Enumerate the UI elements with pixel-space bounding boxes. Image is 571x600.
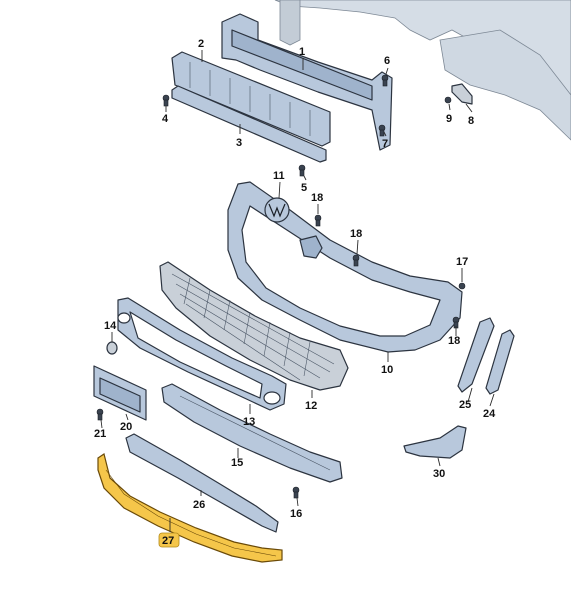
label-13: 13 — [243, 416, 255, 428]
part-24-side-bracket — [485, 329, 515, 395]
label-1: 1 — [299, 46, 305, 58]
label-7: 7 — [382, 138, 388, 150]
part-2-energy-absorber — [171, 51, 331, 147]
label-18b: 18 — [350, 228, 362, 240]
part-3-guide-strip — [171, 85, 327, 163]
part-14-clip — [106, 341, 118, 355]
label-3: 3 — [236, 137, 242, 149]
part-21-screw — [96, 408, 104, 421]
label-24: 24 — [483, 408, 496, 420]
part-13-lower-grille — [117, 297, 287, 411]
label-18c: 18 — [448, 335, 460, 347]
label-14: 14 — [104, 320, 117, 332]
label-20: 20 — [120, 421, 132, 433]
label-30: 30 — [433, 468, 445, 480]
part-1-bumper-carrier — [221, 13, 393, 151]
label-12: 12 — [305, 400, 317, 412]
label-21: 21 — [94, 428, 106, 440]
part-10-bumper-cover — [227, 181, 463, 353]
label-27: 27 — [162, 535, 174, 547]
label-18a: 18 — [311, 192, 323, 204]
part-9-bolt — [444, 96, 452, 104]
part-6-screw — [381, 74, 389, 87]
vehicle-body-structure — [274, 0, 571, 141]
part-number-labels: 1 2 3 4 5 6 7 8 9 10 11 12 13 14 15 16 1… — [94, 38, 496, 548]
part-18a-screw — [314, 214, 322, 227]
part-11-emblem — [264, 197, 290, 223]
label-17: 17 — [456, 256, 468, 268]
part-17-clip — [458, 282, 466, 290]
part-18b-screw — [352, 254, 360, 267]
label-26: 26 — [193, 499, 205, 511]
part-26-under-strip — [125, 433, 279, 533]
label-15: 15 — [231, 457, 243, 469]
label-25: 25 — [459, 399, 471, 411]
part-25-side-bracket — [457, 317, 495, 393]
part-5-screw — [298, 164, 306, 177]
part-27-lip-spoiler-highlighted — [97, 453, 283, 563]
part-7-screw — [378, 124, 386, 137]
part-4-screw — [162, 94, 170, 107]
label-6: 6 — [384, 55, 390, 67]
part-15-lower-spoiler — [161, 383, 343, 483]
part-30-corner-trim — [403, 425, 467, 459]
label-5: 5 — [301, 182, 307, 194]
label-27-badge — [158, 532, 180, 548]
label-8: 8 — [468, 115, 474, 127]
label-4: 4 — [162, 113, 169, 125]
part-18c-screw — [452, 316, 460, 329]
part-16-screw — [292, 486, 300, 499]
label-9: 9 — [446, 113, 452, 125]
label-10: 10 — [381, 364, 393, 376]
leader-lines — [100, 50, 495, 532]
part-12-grille — [159, 261, 349, 391]
part-8-bracket — [451, 83, 473, 105]
label-2: 2 — [198, 38, 204, 50]
label-11: 11 — [273, 170, 285, 182]
label-16: 16 — [290, 508, 302, 520]
part-20-license-plate-holder — [93, 365, 147, 421]
